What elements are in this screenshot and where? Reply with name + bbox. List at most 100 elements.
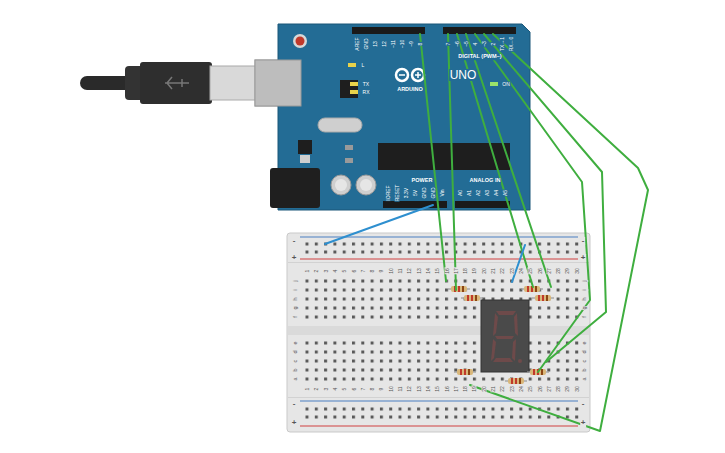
row-letter: e — [582, 341, 588, 345]
pin-label: RX←0 — [509, 36, 514, 52]
row-letter: a — [582, 377, 588, 381]
row-letter: i — [293, 289, 299, 291]
column-number: 29 — [565, 268, 570, 275]
column-number: 29 — [565, 386, 570, 393]
column-number: 9 — [379, 387, 384, 391]
column-number: 3 — [323, 387, 328, 391]
rail-sign: - — [581, 400, 585, 408]
column-number: 28 — [556, 386, 561, 393]
column-number: 20 — [481, 268, 486, 275]
column-number: 5 — [342, 269, 347, 273]
row-letter: j — [582, 280, 588, 282]
row-letter: b — [582, 368, 588, 372]
column-number: 12 — [407, 268, 412, 275]
rail-sign: - — [581, 237, 585, 245]
row-letter: c — [293, 359, 299, 363]
column-number: 1 — [305, 387, 310, 391]
column-number: 22 — [500, 268, 505, 275]
pin-label: 8 — [418, 42, 423, 46]
pin-label: 13 — [373, 41, 378, 48]
column-number: 21 — [491, 386, 496, 393]
wire — [325, 34, 648, 431]
resistor-symbol — [448, 286, 554, 384]
row-letter: h — [293, 297, 299, 301]
row-letter: d — [582, 350, 588, 354]
column-number: 23 — [509, 268, 514, 275]
column-number: 23 — [509, 386, 514, 393]
pin-label: GND — [431, 187, 436, 199]
row-letter: h — [582, 297, 588, 301]
column-number: 15 — [435, 386, 440, 393]
pin-label: A5 — [503, 189, 508, 196]
column-number: 7 — [360, 387, 365, 391]
column-number: 11 — [398, 268, 403, 274]
column-number: 6 — [351, 387, 356, 391]
column-number: 8 — [370, 387, 375, 391]
pin-label: ~3 — [482, 41, 487, 48]
column-number: 2 — [314, 387, 319, 391]
pin-label: L — [361, 63, 365, 68]
pin-label: ANALOG IN — [469, 178, 501, 184]
column-number: 18 — [463, 268, 468, 275]
column-number: 15 — [435, 268, 440, 275]
column-number: 26 — [537, 268, 542, 275]
usb-cable — [80, 60, 301, 106]
column-number: 26 — [537, 386, 542, 393]
column-number: 11 — [398, 386, 403, 392]
column-number: 30 — [574, 268, 579, 275]
column-number: 3 — [323, 269, 328, 273]
row-letter: f — [293, 316, 299, 319]
rail-sign: + — [291, 254, 297, 262]
breadboard — [287, 233, 590, 432]
column-number: 17 — [453, 386, 458, 393]
column-number: 8 — [370, 269, 375, 273]
pin-label: 12 — [382, 41, 387, 48]
pin-label: UNO — [449, 69, 477, 81]
pin-label: ~5 — [464, 41, 469, 48]
rail-sign: - — [292, 237, 296, 245]
row-letter: e — [293, 341, 299, 345]
rail-sign: + — [580, 419, 586, 427]
column-number: 2 — [314, 269, 319, 273]
pin-label: TX — [362, 82, 369, 87]
column-number: 24 — [518, 268, 523, 275]
pin-label: ~9 — [409, 41, 414, 48]
pin-label: Vin — [440, 189, 445, 197]
row-letter: i — [582, 289, 588, 291]
row-letter: g — [293, 306, 299, 310]
column-number: 6 — [351, 269, 356, 273]
pin-label: 3.3V — [404, 187, 409, 198]
column-number: 25 — [528, 268, 533, 275]
column-number: 27 — [546, 268, 551, 275]
column-number: 9 — [379, 269, 384, 273]
column-number: 12 — [407, 386, 412, 393]
pin-label: AREF — [355, 37, 360, 51]
row-letter: f — [582, 316, 588, 319]
pin-label: RX — [362, 90, 370, 95]
column-number: 1 — [305, 269, 310, 273]
column-number: 17 — [453, 268, 458, 275]
column-number: 14 — [425, 268, 430, 275]
column-number: 27 — [546, 386, 551, 393]
pin-label: POWER — [411, 178, 433, 184]
rail-sign: - — [292, 400, 296, 408]
column-number: 10 — [388, 386, 393, 393]
row-letter: c — [582, 359, 588, 363]
row-letter: d — [293, 350, 299, 354]
pin-label: 2 — [491, 42, 496, 46]
pin-label: A0 — [458, 189, 463, 196]
column-number: 14 — [425, 386, 430, 393]
pin-label: A1 — [467, 189, 472, 196]
pin-label: A3 — [485, 189, 490, 196]
row-letter: j — [293, 280, 299, 282]
column-number: 22 — [500, 386, 505, 393]
column-number: 19 — [472, 268, 477, 275]
pin-label: 7 — [446, 42, 451, 46]
column-number: 4 — [332, 387, 337, 391]
pin-label: ~6 — [455, 41, 460, 48]
column-number: 7 — [360, 269, 365, 273]
column-number: 30 — [574, 386, 579, 393]
pin-label: ~11 — [391, 39, 396, 48]
row-letter: b — [293, 368, 299, 372]
